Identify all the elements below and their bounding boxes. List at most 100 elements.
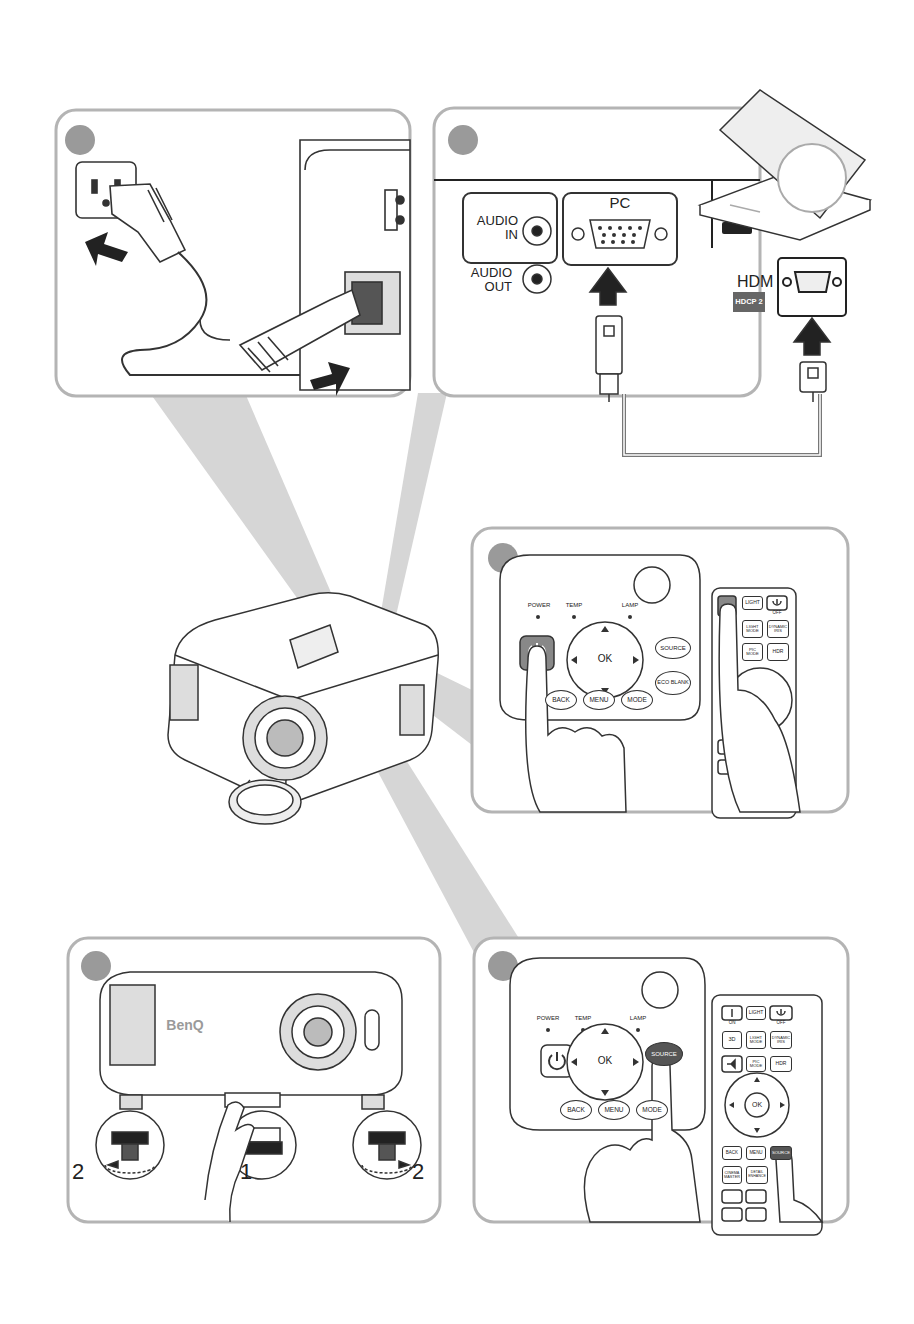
control-panel-part-part <box>571 656 577 664</box>
vga-port-part-part <box>611 240 615 244</box>
button-text: DYNAMIC IRIS <box>768 625 788 633</box>
power-cord-part <box>148 188 172 222</box>
power-cord-part <box>103 200 109 206</box>
projector-front-part <box>112 1132 148 1144</box>
button: BACK <box>560 1100 592 1120</box>
text-label: TEMP <box>562 602 586 608</box>
laptop-part <box>778 144 846 212</box>
text-label: LAMP <box>626 1015 650 1021</box>
vga-port-part-part <box>628 226 632 230</box>
control-panel-part-part <box>546 1028 550 1032</box>
remote-control-part <box>722 1006 742 1020</box>
remote-control <box>712 995 822 1235</box>
text-label: POWER <box>526 602 552 608</box>
step-panel-part <box>448 125 478 155</box>
button: 3D <box>722 1031 742 1049</box>
control-panel <box>510 958 705 1130</box>
button: LIGHT MODE <box>746 1031 766 1049</box>
vga-port-part <box>572 228 584 240</box>
vga-port-part-part <box>602 233 606 237</box>
projector-front <box>96 972 421 1222</box>
vga-port-part-part <box>618 226 622 230</box>
remote-control-part <box>777 1009 785 1015</box>
control-panel-part-part <box>571 1058 577 1066</box>
button: PIC MODE <box>746 1056 766 1072</box>
button: BACK <box>545 690 577 710</box>
button: SOURCE <box>645 1042 683 1066</box>
projector-front-part <box>369 1132 405 1144</box>
button: MENU <box>598 1100 630 1120</box>
pointing-hand <box>526 604 800 812</box>
projector-part <box>168 593 438 803</box>
projector-front-part <box>399 1161 409 1168</box>
vga-port-part-part <box>601 240 605 244</box>
audio-jack-part <box>523 217 551 245</box>
laptop-port-callout-part <box>783 278 791 286</box>
vga-port-part-part <box>632 233 636 237</box>
step-panel-part <box>68 938 440 1222</box>
projector-front-part <box>105 1165 412 1173</box>
vga-cable-part <box>624 394 820 455</box>
remote-control-part-part <box>754 1128 760 1133</box>
power-cord-part <box>385 190 397 230</box>
control-panel-part <box>536 615 632 619</box>
control-panel-part-part <box>636 1028 640 1032</box>
remote-control-part <box>731 1009 733 1017</box>
projector-part <box>255 708 315 768</box>
button-text: DETAIL ENHANCE <box>747 1171 767 1179</box>
button: DETAIL ENHANCE <box>746 1166 768 1184</box>
projector-front-part <box>353 1111 421 1179</box>
button-text: HDR <box>768 649 788 654</box>
step-panel <box>434 108 760 396</box>
button-text: LIGHT MODE <box>743 625 762 634</box>
laptop-part <box>730 205 760 212</box>
remote-control-part <box>745 1093 769 1117</box>
callout-beam <box>150 393 520 960</box>
button: ECO BLANK <box>655 671 691 695</box>
control-panel-part <box>634 567 670 603</box>
remote-control-part <box>767 596 787 610</box>
power-cord <box>76 140 410 390</box>
vga-port-part-part <box>621 240 625 244</box>
projector-front-part <box>362 1095 384 1109</box>
vga-port-part <box>590 220 650 248</box>
insert-arrow-part <box>85 232 128 266</box>
control-panel-part <box>567 622 643 698</box>
audio-jack-part <box>523 265 551 293</box>
vga-port-part-part <box>612 233 616 237</box>
button-text: 3D <box>723 1037 741 1043</box>
projector-front-part <box>110 985 155 1065</box>
audio-jack-part <box>532 274 542 284</box>
text-label: OK <box>747 1101 767 1108</box>
control-panel-part-part <box>601 1090 609 1096</box>
button-text: BACK <box>723 1151 741 1156</box>
vga-cable-part <box>624 394 820 455</box>
button-text: MENU <box>747 1151 765 1156</box>
pointing-hand <box>584 1056 822 1222</box>
control-panel-part-part <box>601 1028 609 1034</box>
insert-arrow <box>85 232 350 396</box>
button-text: HDR <box>771 1061 791 1066</box>
vga-cable-part <box>604 326 614 336</box>
step-panel-part <box>65 125 95 155</box>
hdcp-badge: HDCP 2 <box>733 292 765 312</box>
control-panel-part-part <box>633 1058 639 1066</box>
button: DYNAMIC IRIS <box>770 1031 792 1049</box>
button-text: BACK <box>546 697 576 704</box>
laptop <box>700 90 870 240</box>
button-text: PC <box>564 195 676 211</box>
control-panel-part-part <box>536 615 540 619</box>
projector-front-part <box>292 1006 344 1058</box>
button-text: MODE <box>622 697 652 704</box>
projector-part <box>290 625 338 668</box>
projector-part <box>170 665 198 720</box>
text-label: BenQ <box>160 1018 210 1033</box>
audio-jack-part <box>532 226 542 236</box>
button-text: SOURCE <box>646 1051 682 1057</box>
button: DYNAMIC IRIS <box>767 620 789 638</box>
text-label: OFF <box>767 611 787 616</box>
button-text: ECO BLANK <box>656 680 690 686</box>
button: CINEMA MASTER <box>722 1166 742 1184</box>
